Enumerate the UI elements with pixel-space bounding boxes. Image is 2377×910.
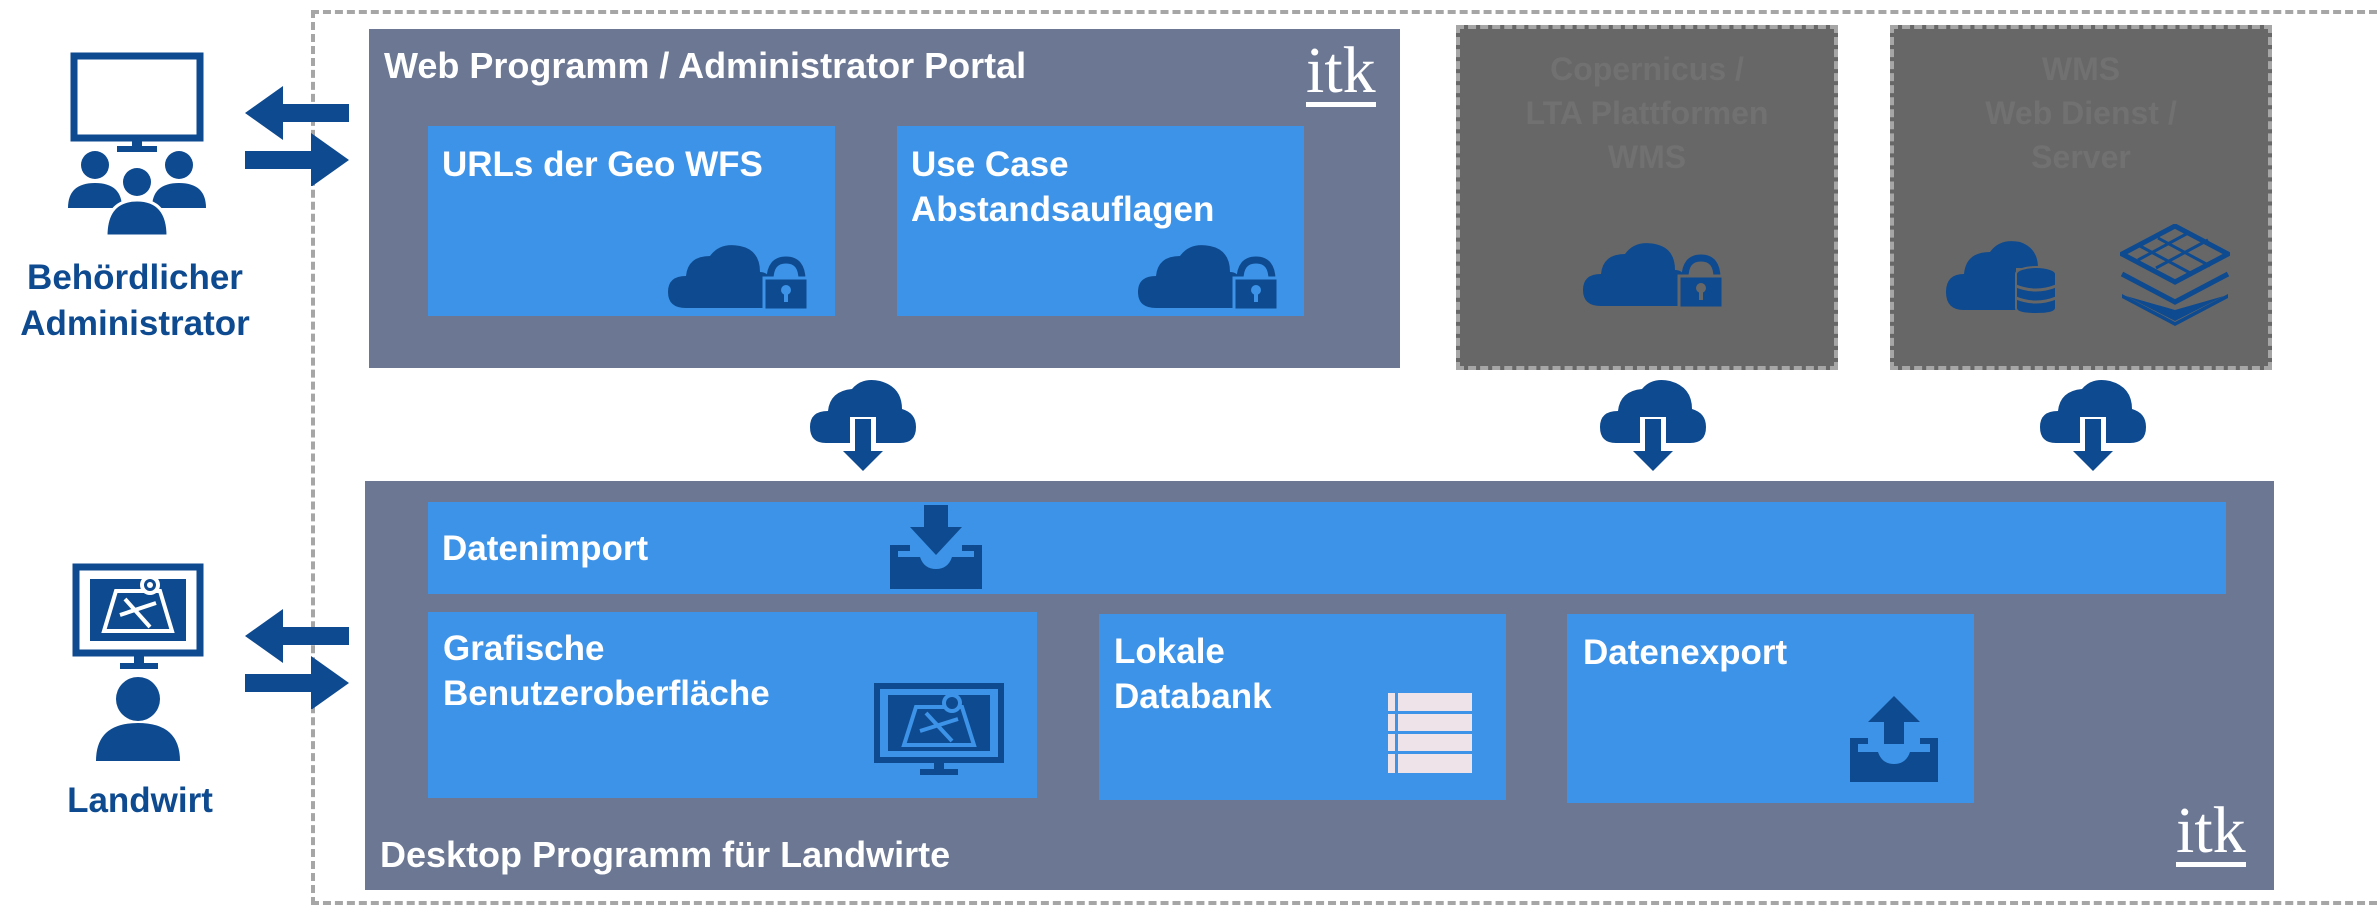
local-database-title: Lokale Databank xyxy=(1114,629,1272,719)
cloud-database-icon xyxy=(1946,238,2058,314)
web-panel-title: Web Programm / Administrator Portal xyxy=(384,45,1027,86)
wms-service-box: WMS Web Dienst / Server xyxy=(1890,25,2272,370)
gui-title-line2: Benutzeroberfläche xyxy=(443,674,770,713)
map-monitor-icon xyxy=(874,683,1004,779)
table-icon xyxy=(1387,692,1473,774)
copernicus-line3: WMS xyxy=(1607,139,1687,175)
geo-wfs-urls-title: URLs der Geo WFS xyxy=(442,145,763,184)
farmer-map-monitor-icon xyxy=(70,563,210,763)
itk-logo: itk xyxy=(1306,34,1376,107)
wms-title: WMS Web Dienst / Server xyxy=(1894,47,2268,179)
data-import-box xyxy=(428,502,2226,594)
use-case-title-line2: Abstandsauflagen xyxy=(911,190,1215,229)
cloud-download-icon xyxy=(2040,377,2146,477)
data-export-title: Datenexport xyxy=(1583,633,1788,672)
cloud-download-icon xyxy=(1600,377,1706,477)
cloud-lock-icon xyxy=(1138,242,1278,310)
system-boundary xyxy=(311,10,2377,905)
inbox-download-icon xyxy=(890,505,982,589)
admin-label: Behördlicher Administrator xyxy=(0,255,270,347)
gui-title: Grafische Benutzeroberfläche xyxy=(443,626,770,716)
local-database-title-line2: Databank xyxy=(1114,677,1272,716)
admin-monitor-group-icon xyxy=(62,50,212,240)
inbox-upload-icon xyxy=(1850,696,1938,782)
data-import-title: Datenimport xyxy=(442,529,649,568)
use-case-title: Use Case Abstandsauflagen xyxy=(911,142,1214,232)
cloud-lock-icon xyxy=(668,242,808,310)
cloud-lock-icon xyxy=(1583,240,1723,308)
copernicus-service-box: Copernicus / LTA Plattformen WMS xyxy=(1456,25,1838,370)
copernicus-line1: Copernicus / xyxy=(1550,51,1744,87)
wms-line3: Server xyxy=(2031,139,2131,175)
farmer-label: Landwirt xyxy=(67,781,213,820)
desktop-panel-title: Desktop Programm für Landwirte xyxy=(380,834,951,875)
admin-label-line1: Behördlicher xyxy=(27,258,243,297)
gui-title-line1: Grafische xyxy=(443,629,605,668)
copernicus-line2: LTA Plattformen xyxy=(1525,95,1769,131)
wms-line2: Web Dienst / xyxy=(1985,95,2177,131)
use-case-title-line1: Use Case xyxy=(911,145,1069,184)
local-database-title-line1: Lokale xyxy=(1114,632,1225,671)
layers-icon xyxy=(2120,224,2230,326)
admin-label-line2: Administrator xyxy=(20,304,250,343)
cloud-download-icon xyxy=(810,377,916,477)
itk-logo: itk xyxy=(2176,794,2246,867)
copernicus-title: Copernicus / LTA Plattformen WMS xyxy=(1460,47,1834,179)
farmer-bidirectional-arrows xyxy=(245,609,355,709)
wms-line1: WMS xyxy=(2041,51,2121,87)
admin-bidirectional-arrows xyxy=(245,86,355,186)
